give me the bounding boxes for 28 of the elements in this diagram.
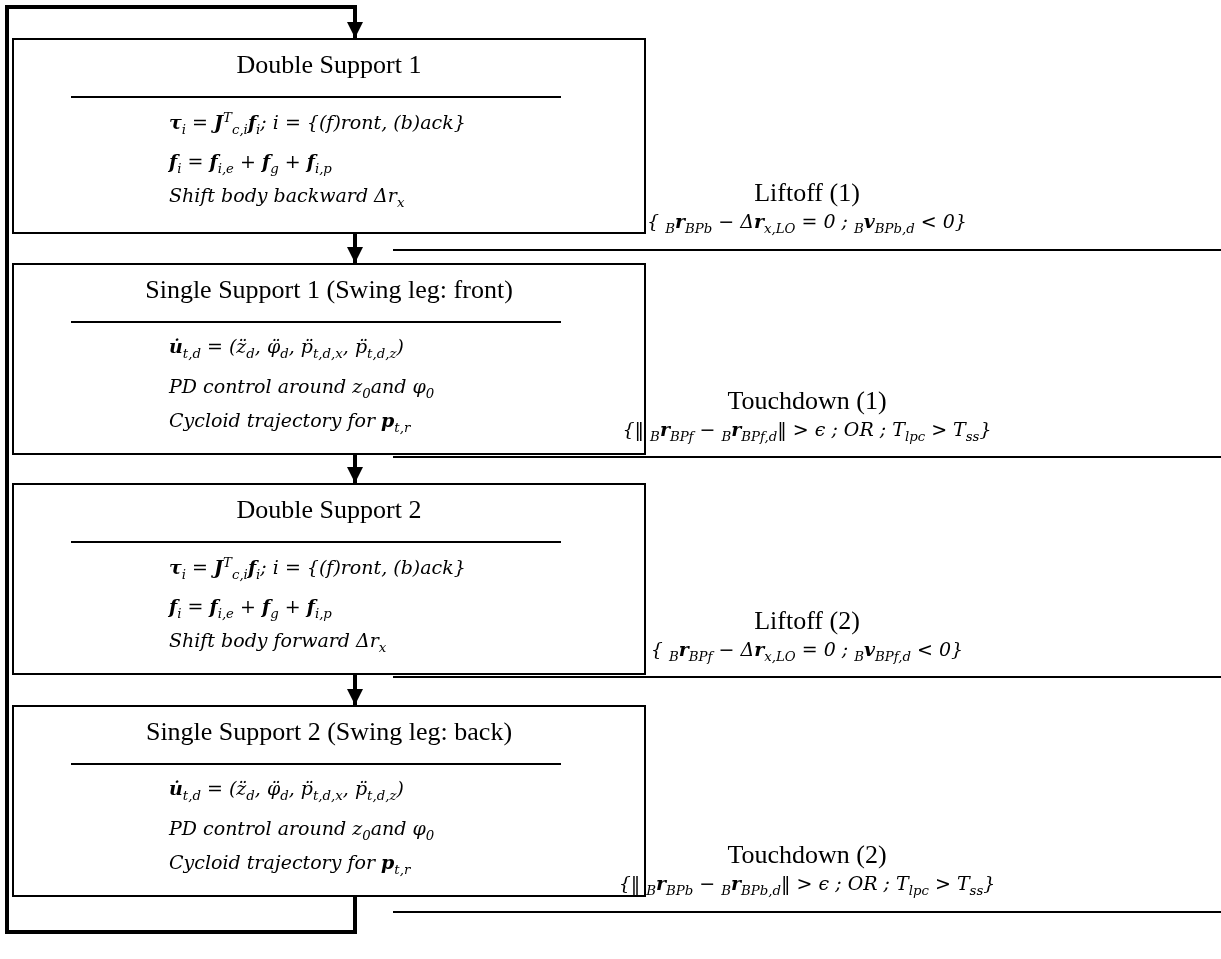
state-box (12, 38, 646, 234)
state-title: Single Support 2 (Swing leg: back) (144, 717, 514, 747)
equation-line: τ$_{i}$ = J$^{T}$$_{c,i}$f$_{i}$; i = {(f)ront, (b)ack} (169, 110, 466, 138)
transition-name: Liftoff (1) (754, 178, 860, 207)
equation-line: f$_{i}$ = f$_{i,e}$ + f$_{g}$ + f$_{i,p}$ (169, 150, 332, 176)
equation-line: τ$_{i}$ = J$^{T}$$_{c,i}$f$_{i}$; i = {(f)ront, (b)ack} (169, 555, 466, 583)
arrow (347, 234, 363, 263)
equation-line: Cycloid trajectory for p$_{t,r}$ (169, 409, 411, 435)
state-box (12, 263, 646, 455)
equation-line: PD control around z$_{0}$and φ$_{0}$ (169, 375, 435, 401)
transition-name: Liftoff (2) (754, 606, 860, 635)
state-box (12, 705, 646, 897)
equation-line: Cycloid trajectory for p$_{t,r}$ (169, 851, 411, 877)
state-box (12, 483, 646, 675)
transition-name: Touchdown (2) (727, 840, 887, 869)
arrow (347, 675, 363, 705)
equation-line: u̇$_{t,d}$ = (z̈$_{d}$, φ̈$_{d}$, p̈$_{t,d,x}$, p̈$_{t,d,z}$) (169, 777, 404, 803)
equation-line: f$_{i}$ = f$_{i,e}$ + f$_{g}$ + f$_{i,p}$ (169, 595, 332, 621)
transition-name: Touchdown (1) (727, 386, 887, 415)
equation-line: PD control around z$_{0}$and φ$_{0}$ (169, 817, 435, 843)
arrow (5, 5, 363, 934)
equation-line: Shift body backward Δr$_{x}$ (169, 184, 405, 210)
state-title: Double Support 1 (235, 50, 423, 80)
equation-line: Shift body forward Δr$_{x}$ (169, 629, 387, 655)
equation-line: u̇$_{t,d}$ = (z̈$_{d}$, φ̈$_{d}$, p̈$_{t,d,x}$, p̈$_{t,d,z}$) (169, 335, 404, 361)
state-title: Single Support 1 (Swing leg: front) (144, 275, 514, 305)
arrow (347, 455, 363, 483)
state-title: Double Support 2 (235, 495, 423, 525)
